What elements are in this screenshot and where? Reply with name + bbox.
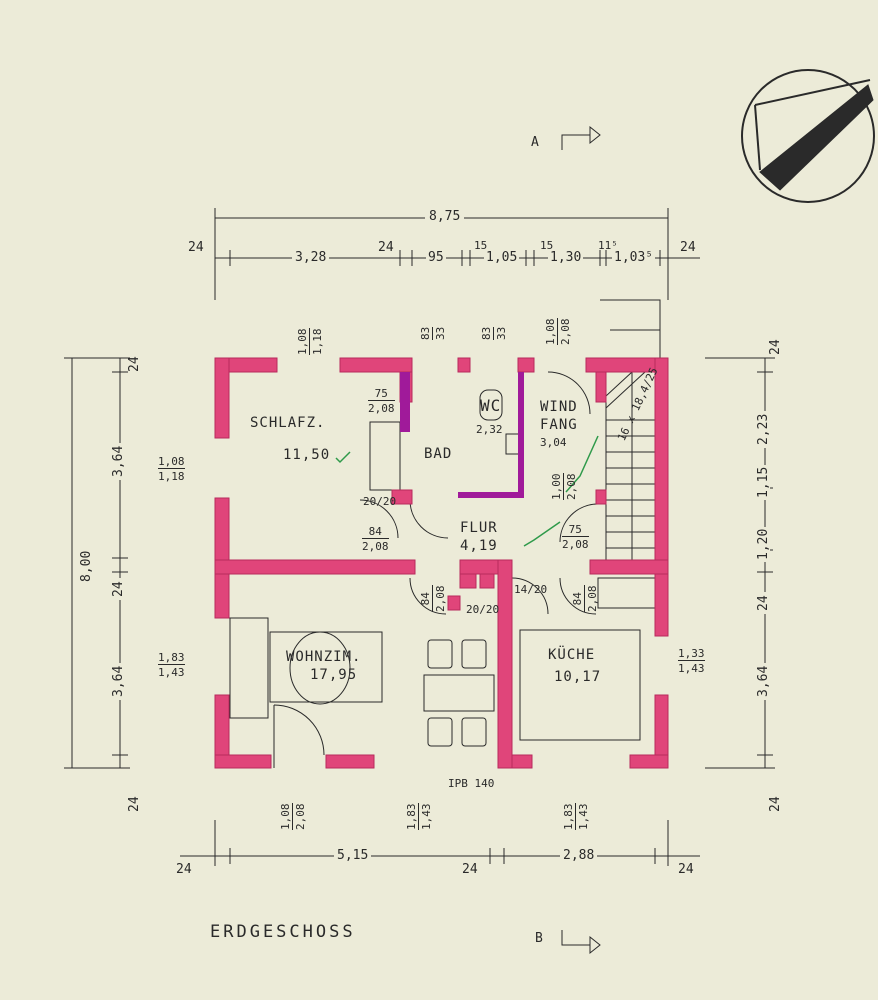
purple-partition — [400, 372, 524, 498]
section-a-arrow — [589, 125, 601, 145]
dim-top-15b: 15 — [540, 239, 554, 252]
room-flur-area: 4,19 — [460, 538, 498, 554]
dim-right-120: 1,20 — [756, 526, 771, 562]
room-wohnzim-area: 17,95 — [310, 667, 358, 683]
room-wc-area: 2,32 — [476, 423, 503, 436]
dim-top-103: 1,03⁵ — [612, 250, 656, 265]
walls — [214, 357, 669, 769]
dim-left-24a: 24 — [127, 356, 142, 372]
section-b-line — [561, 930, 590, 946]
section-marker-a: A — [531, 135, 539, 150]
dim-bottom-24c: 24 — [678, 862, 694, 877]
room-windfang-name1: WIND — [540, 399, 578, 415]
section-b-arrow — [589, 935, 601, 955]
dim-right-24b: 24 — [756, 592, 771, 614]
armchair-icon — [229, 617, 269, 719]
bed-icon — [369, 421, 401, 491]
room-flur-name: FLUR — [460, 520, 498, 536]
dim-top-115: 11⁵ — [598, 239, 618, 252]
dim-top-24c: 24 — [680, 240, 696, 255]
dim-top-24a: 24 — [188, 240, 204, 255]
dim-left-24b: 24 — [111, 578, 126, 600]
drawing-title: ERDGESCHOSS — [210, 922, 356, 942]
dim-right-24c: 24 — [768, 796, 783, 812]
dim-left-24c: 24 — [127, 796, 142, 812]
room-bad-name: BAD — [424, 446, 453, 462]
dim-top-328: 3,28 — [292, 251, 330, 264]
north-circle — [741, 69, 875, 203]
dim-top-130: 1,30 — [548, 250, 584, 265]
dim-left-overall: 8,00 — [79, 547, 94, 585]
section-a-line — [561, 134, 590, 150]
dim-bottom-288: 2,88 — [560, 849, 598, 862]
chair-icon — [461, 639, 487, 669]
door-swings — [273, 371, 599, 768]
dim-top-overall: 8,75 — [425, 210, 465, 223]
dim-bottom-515: 5,15 — [334, 849, 372, 862]
dim-bottom-24b: 24 — [462, 862, 478, 877]
dim-right-223: 2,23 — [756, 410, 771, 448]
dim-right-115: 1,15 — [756, 464, 771, 500]
chair-icon — [427, 639, 453, 669]
sink-icon — [505, 433, 521, 455]
room-kueche-name: KÜCHE — [548, 647, 596, 663]
section-marker-b: B — [535, 931, 543, 946]
chair-icon — [461, 717, 487, 747]
room-schlafz-area: 11,50 — [283, 447, 331, 463]
table-icon — [423, 674, 495, 712]
dim-bottom-24a: 24 — [176, 862, 192, 877]
dim-top-24b: 24 — [378, 240, 394, 255]
room-wc-name: WC — [480, 396, 502, 415]
shaft-2-label: 20/20 — [466, 603, 500, 616]
shaft-1-label: 20/20 — [363, 495, 397, 508]
sofa-icon — [269, 631, 383, 703]
room-wohnzim-name: WOHNZIM. — [286, 649, 362, 665]
room-windfang-area: 3,04 — [540, 436, 567, 449]
dim-top-15a: 15 — [474, 239, 488, 252]
shaft-3-label: 14/20 — [514, 583, 548, 596]
dim-right-24a: 24 — [768, 339, 783, 355]
dim-top-105: 1,05 — [484, 250, 520, 265]
dim-left-364a: 3,64 — [111, 442, 126, 480]
room-schlafz-name: SCHLAFZ. — [250, 415, 326, 431]
dim-top-95: 95 — [426, 250, 446, 265]
room-kueche-area: 10,17 — [554, 669, 602, 685]
dim-right-364: 3,64 — [756, 662, 771, 700]
north-arrow-icon — [759, 84, 874, 191]
dim-left-364b: 3,64 — [111, 662, 126, 700]
chair-icon — [427, 717, 453, 747]
coffee-table-icon — [289, 631, 351, 705]
green-marks — [335, 435, 599, 547]
dim-ticks — [64, 208, 775, 866]
room-windfang-name2: FANG — [540, 417, 578, 433]
beam-label: IPB 140 — [448, 777, 495, 790]
toilet-icon — [479, 389, 503, 421]
